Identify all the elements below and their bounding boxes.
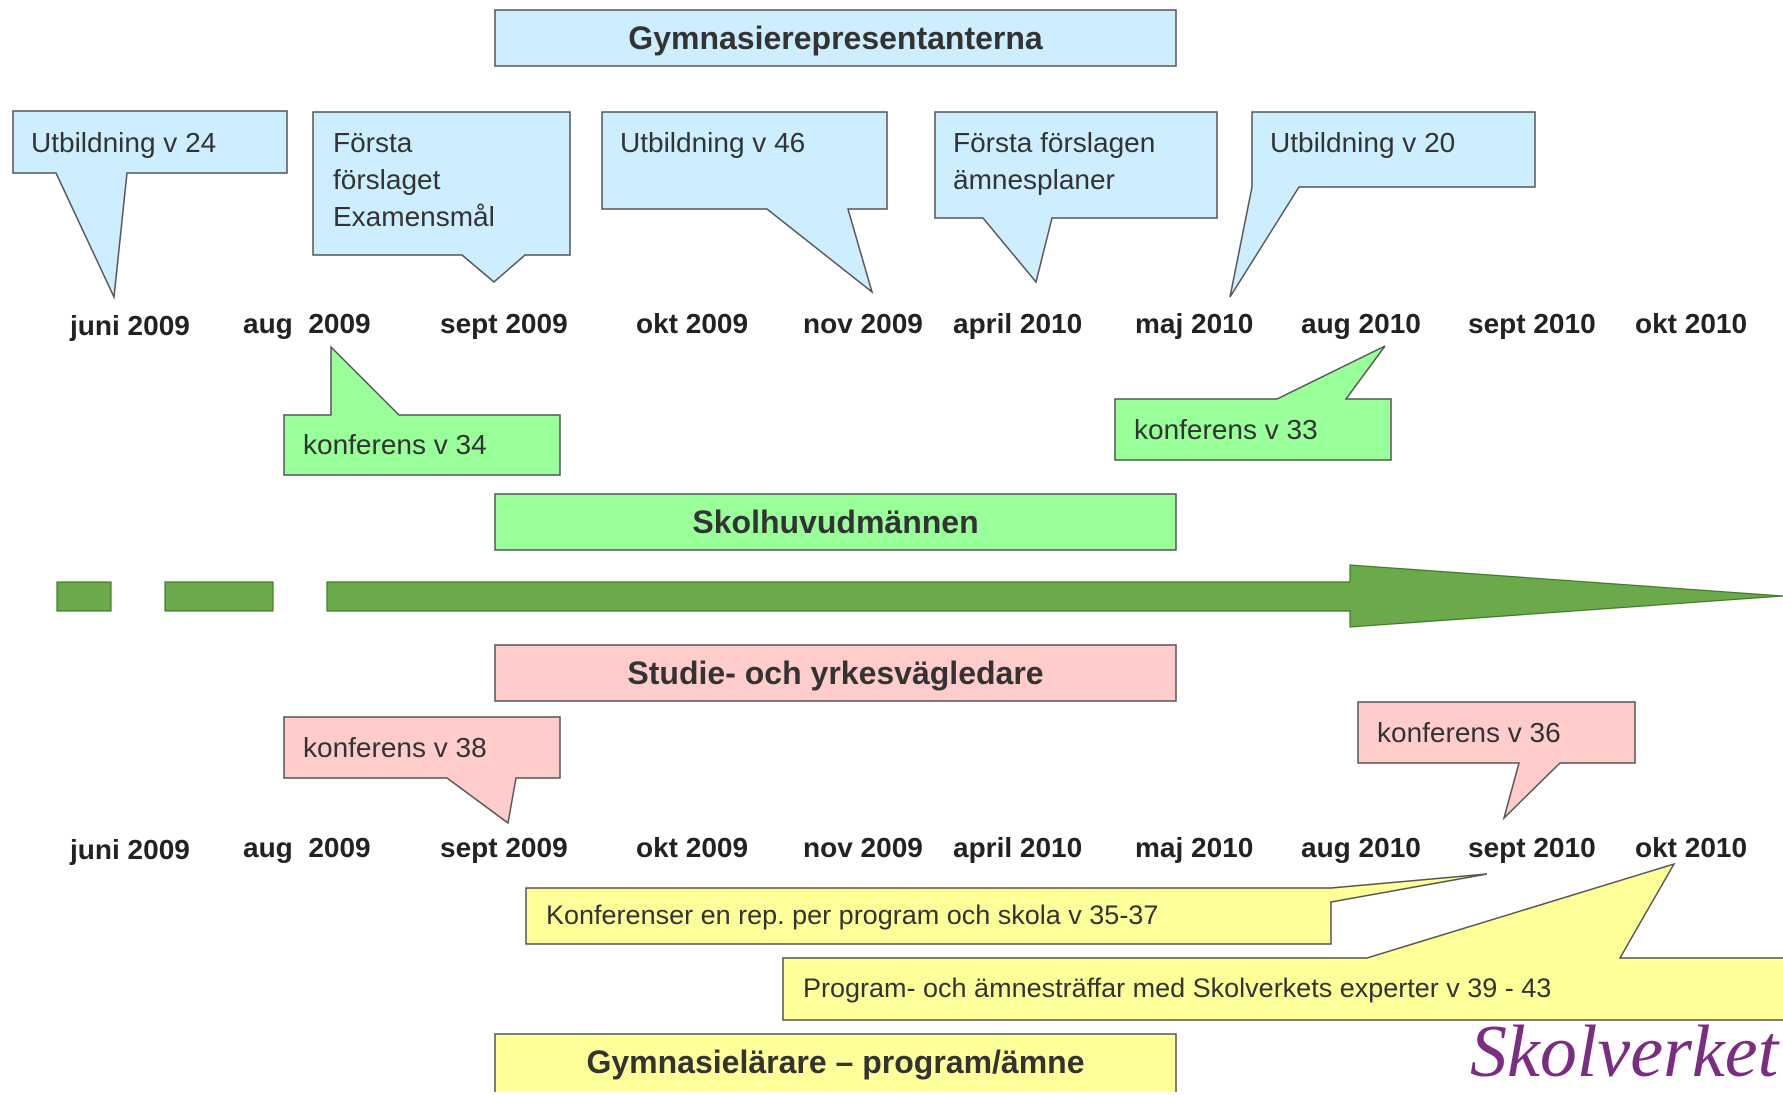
callout-konf-rep-shape bbox=[525, 873, 1488, 945]
callout-konf34: konferens v 34 bbox=[303, 429, 487, 460]
month-bottom-okt-2010: okt 2010 bbox=[1635, 832, 1748, 863]
callout-konf36: konferens v 36 bbox=[1377, 717, 1561, 748]
callout-konf33-shape bbox=[1114, 345, 1392, 461]
month-top-sept-2010: sept 2010 bbox=[1468, 308, 1596, 339]
month-top-nov-2009: nov 2009 bbox=[803, 308, 923, 339]
callout-programtraffar: Program- och ämnesträffar med Skolverket… bbox=[803, 973, 1552, 1003]
month-top-aug-2010: aug 2010 bbox=[1301, 308, 1421, 339]
callout-forslag-amne-shape bbox=[934, 111, 1218, 284]
month-bottom-maj-2010: maj 2010 bbox=[1135, 832, 1254, 863]
callout-forslag-amne: Första förslagen ämnesplaner bbox=[953, 127, 1156, 195]
month-top-okt-2010: okt 2010 bbox=[1635, 308, 1748, 339]
header-box-larare bbox=[494, 1033, 1177, 1092]
callout-forslag-examen-shape bbox=[312, 111, 571, 283]
month-bottom-okt-2009: okt 2009 bbox=[636, 832, 749, 863]
month-top-sept-2009: sept 2009 bbox=[440, 308, 568, 339]
callout-konf34-shape bbox=[283, 345, 561, 476]
timeline-dash-2 bbox=[164, 581, 274, 612]
month-top-okt-2009: okt 2009 bbox=[636, 308, 749, 339]
month-bottom-sept-2009: sept 2009 bbox=[440, 832, 568, 863]
month-bottom-juni-2009: juni 2009 bbox=[70, 834, 190, 865]
callout-forslag-examen: Första förslaget Examensmål bbox=[333, 127, 495, 232]
header-box-skolhuvudmannen bbox=[494, 493, 1177, 551]
callout-konf33: konferens v 33 bbox=[1134, 414, 1318, 445]
month-top-april-2010: april 2010 bbox=[953, 308, 1083, 339]
month-bottom-sept-2010: sept 2010 bbox=[1468, 832, 1596, 863]
month-top-maj-2010: maj 2010 bbox=[1135, 308, 1254, 339]
callout-konf38-shape bbox=[283, 716, 561, 825]
header-skolhuvudmannen: Skolhuvudmännen bbox=[692, 503, 979, 540]
month-bottom-nov-2009: nov 2009 bbox=[803, 832, 923, 863]
month-bottom-aug-2009: aug 2009 bbox=[243, 832, 371, 863]
callout-utb46: Utbildning v 46 bbox=[620, 127, 806, 158]
callout-utb46-shape bbox=[601, 111, 888, 295]
header-larare: Gymnasielärare – program/ämne bbox=[586, 1043, 1085, 1080]
callout-utb24-shape bbox=[12, 110, 288, 300]
month-bottom-april-2010: april 2010 bbox=[953, 832, 1083, 863]
month-bottom-aug-2010: aug 2010 bbox=[1301, 832, 1421, 863]
callout-utb24: Utbildning v 24 bbox=[31, 127, 217, 158]
callout-konf-rep: Konferenser en rep. per program och skol… bbox=[546, 900, 1159, 930]
month-top-juni-2009: juni 2009 bbox=[70, 310, 190, 341]
header-gymnasierepresentanterna: Gymnasierepresentanterna bbox=[628, 19, 1043, 56]
month-top-aug-2009: aug 2009 bbox=[243, 308, 371, 339]
timeline-arrow bbox=[326, 564, 1783, 628]
skolverket-logo: Skolverket bbox=[1470, 1011, 1779, 1093]
callout-konf38: konferens v 38 bbox=[303, 732, 487, 763]
callout-utb20-shape bbox=[1229, 111, 1536, 298]
timeline-dash-1 bbox=[56, 581, 112, 612]
header-box-syv bbox=[494, 644, 1177, 702]
callout-konf36-shape bbox=[1357, 701, 1636, 821]
header-syv: Studie- och yrkesvägledare bbox=[627, 654, 1044, 691]
callout-programtraffar-shape bbox=[782, 862, 1783, 1021]
callout-utb20: Utbildning v 20 bbox=[1270, 127, 1456, 158]
header-box-gymnasierepresentanterna bbox=[494, 9, 1177, 67]
